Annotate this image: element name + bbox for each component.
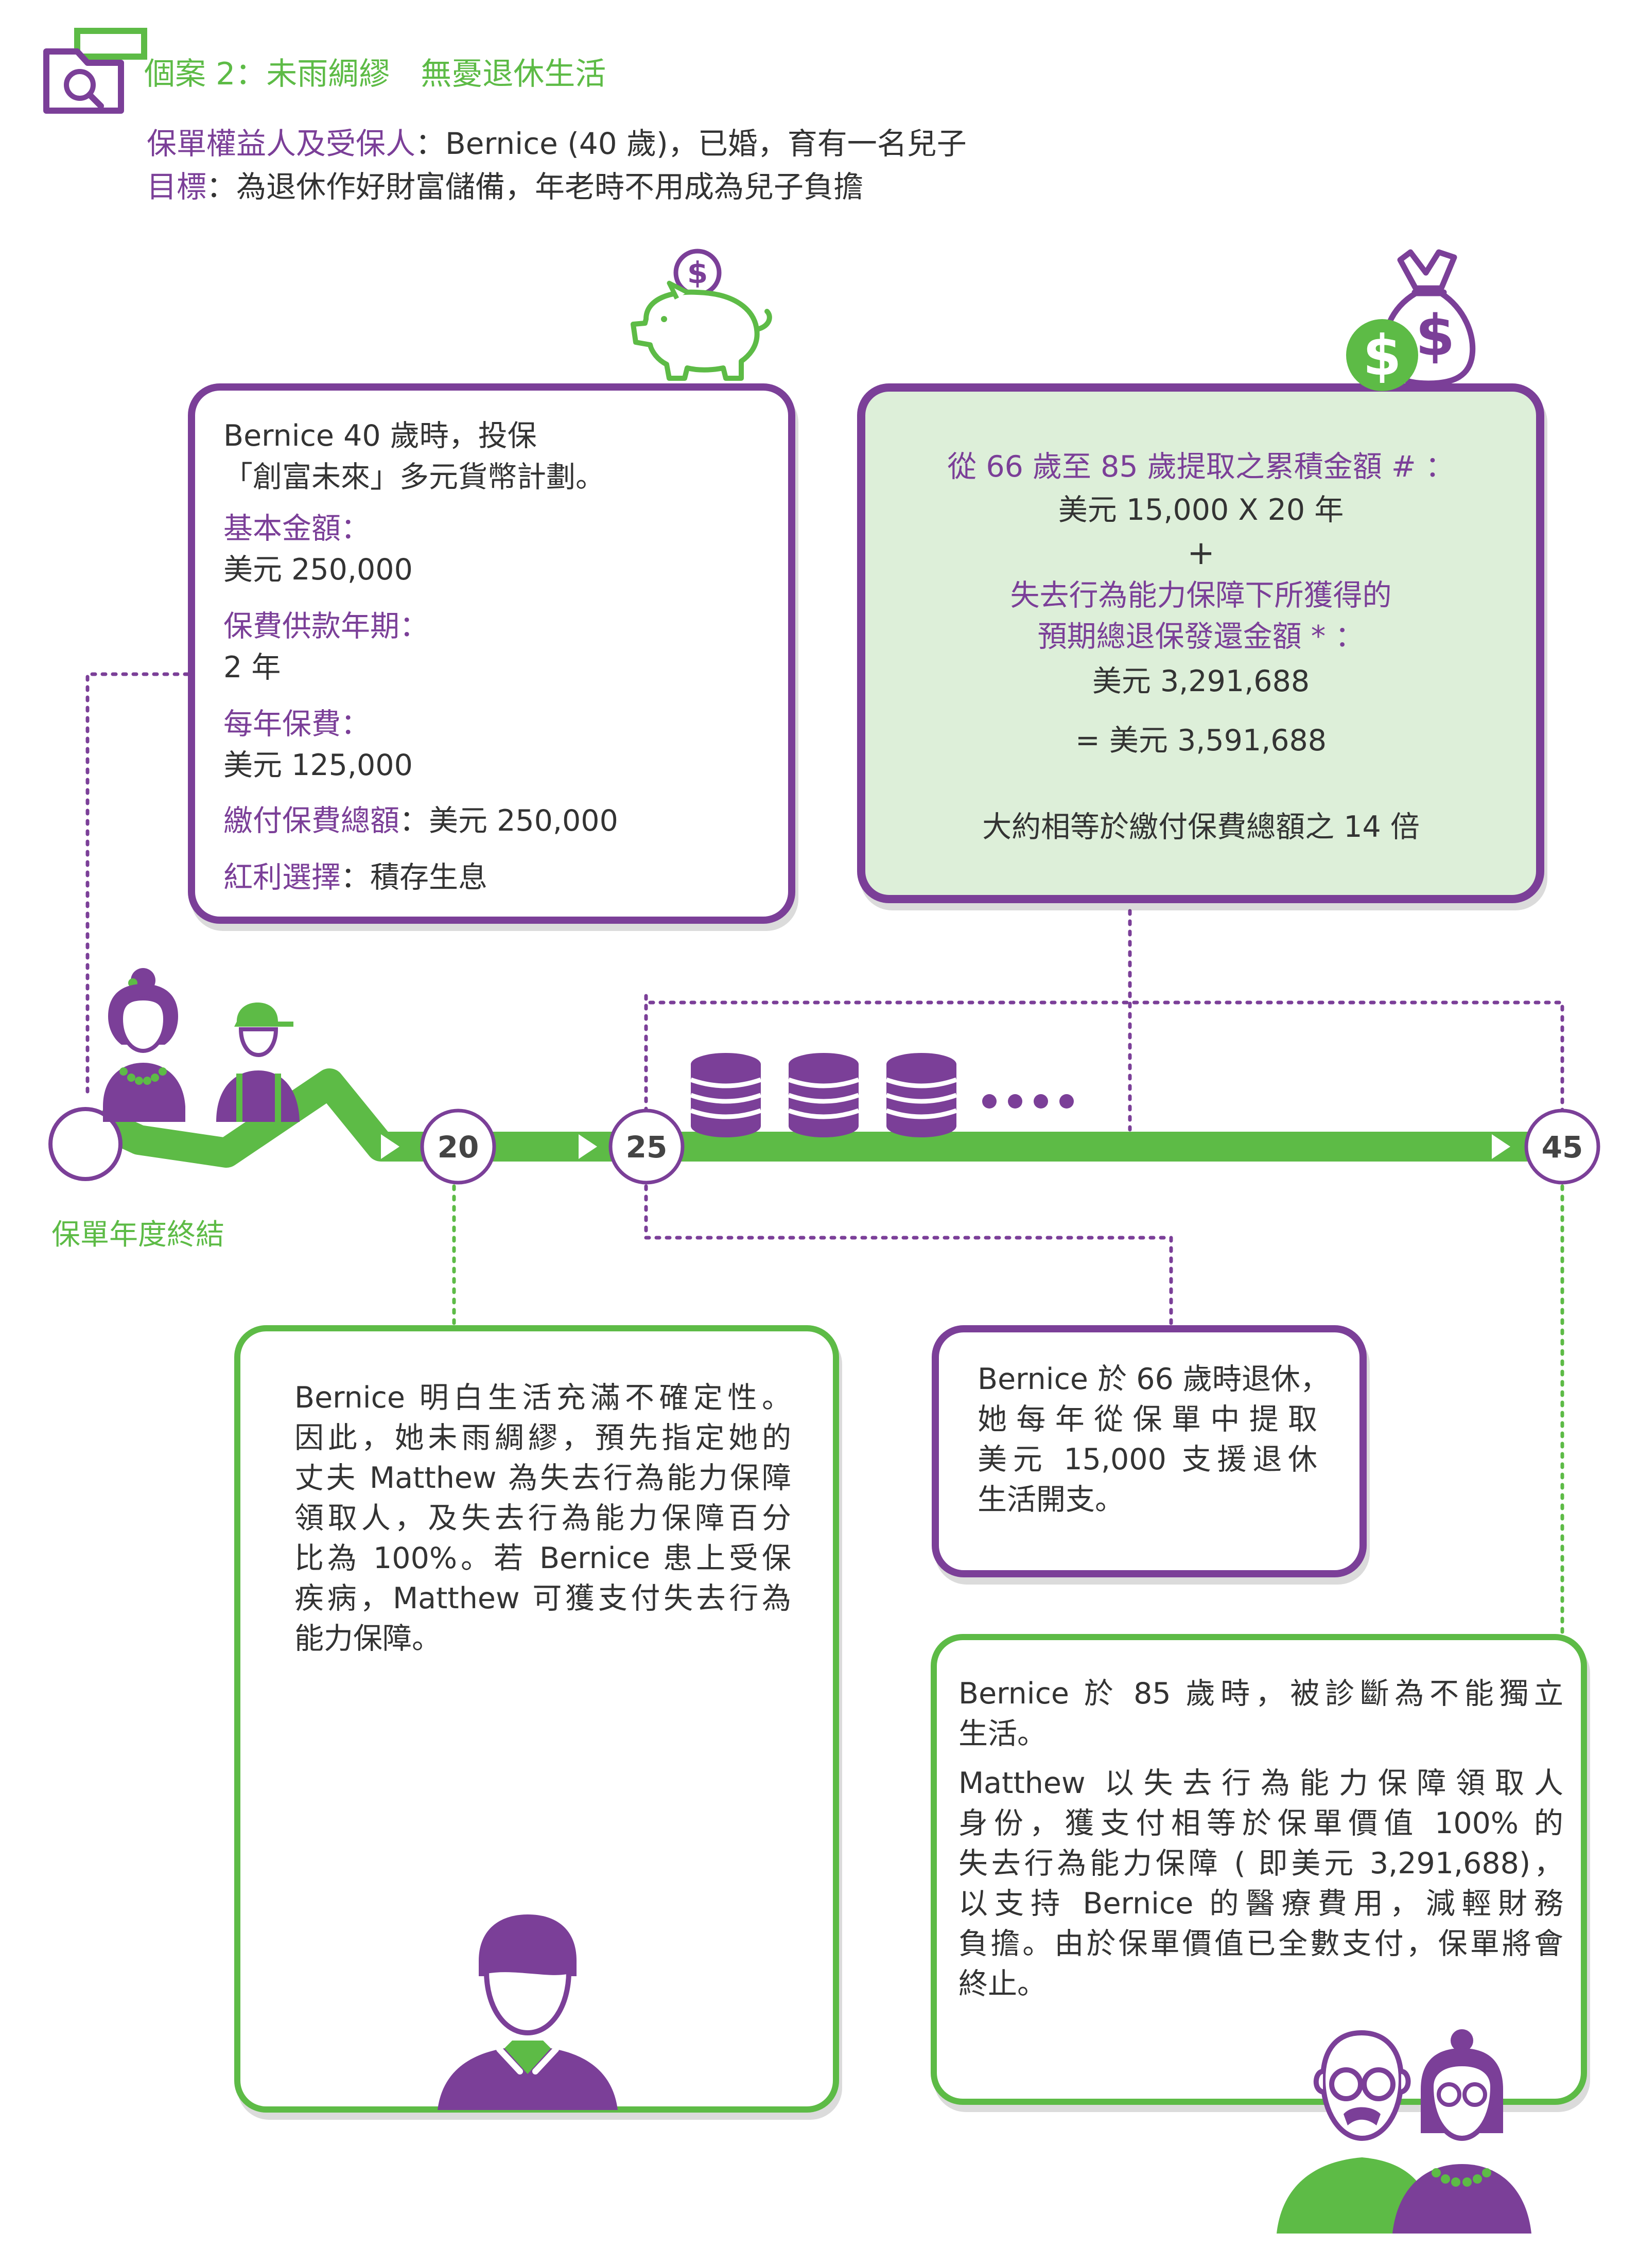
total-premium-line: 繳付保費總額：美元 250,000 bbox=[223, 806, 618, 836]
paragraph-line: 負擔。由於保單價值已全數支付，保單將會 bbox=[958, 1927, 1563, 1961]
total-premium-value: ：美元 250,000 bbox=[399, 804, 618, 838]
matthew-paragraph: Bernice 明白生活充滿不確定性。 因此，她未雨綢繆，預先指定她的 丈夫 M… bbox=[294, 1378, 791, 1659]
surrender-value: 美元 3,291,688 bbox=[1092, 664, 1310, 698]
plus-sign: + bbox=[1187, 534, 1215, 572]
paragraph-line: Bernice 明白生活充滿不確定性。 bbox=[294, 1381, 791, 1415]
piggy-bank-icon: $ bbox=[631, 249, 772, 381]
retirement-box: Bernice 於 66 歲時退休， 她每年從保單中提取 美元 15,000 支… bbox=[932, 1325, 1367, 1577]
annual-premium-value: 美元 125,000 bbox=[223, 748, 413, 782]
surrender-label-1: 失去行為能力保障下所獲得的 bbox=[1010, 578, 1392, 612]
paragraph-line: 終止。 bbox=[958, 1967, 1047, 2001]
retirement-paragraph: Bernice 於 66 歲時退休， 她每年從保單中提取 美元 15,000 支… bbox=[978, 1359, 1330, 1520]
paragraph-line: 美元 15,000 支援退休 bbox=[978, 1443, 1317, 1476]
year-marker-25: 25 bbox=[605, 1105, 688, 1188]
svg-text:$: $ bbox=[1416, 303, 1455, 368]
paragraph-line: 她每年從保單中提取 bbox=[978, 1402, 1317, 1436]
bonus-option-line: 紅利選擇：積存生息 bbox=[223, 863, 487, 892]
premium-term-label: 保費供款年期： bbox=[223, 609, 429, 643]
paragraph-line: 以支持 Bernice 的醫療費用，減輕財務 bbox=[958, 1887, 1563, 1921]
grand-total: = 美元 3,591,688 bbox=[1075, 724, 1327, 758]
basic-amount-value: 美元 250,000 bbox=[223, 553, 413, 587]
marker-circle bbox=[1524, 1109, 1600, 1185]
paragraph-line: 生活開支。 bbox=[978, 1483, 1124, 1517]
basic-amount-label: 基本金額： bbox=[223, 512, 370, 546]
search-folder-icon bbox=[43, 28, 147, 114]
bonus-option-label: 紅利選擇 bbox=[223, 860, 341, 894]
elderly-couple-icon bbox=[1277, 2029, 1531, 2234]
paragraph-line: Matthew 以失去行為能力保障領取人 bbox=[958, 1766, 1563, 1800]
paragraph-line: Bernice 於 85 歲時，被診斷為不能獨立 bbox=[958, 1677, 1563, 1711]
policy-end-label: 保單年度終結 bbox=[51, 1218, 224, 1252]
annual-premium-label: 每年保費： bbox=[223, 707, 370, 741]
svg-text:$: $ bbox=[687, 255, 708, 290]
year-label-45: 45 bbox=[1541, 1130, 1583, 1165]
goal-line: 目標：為退休作好財富儲備，年老時不用成為兒子負擔 bbox=[147, 163, 863, 206]
goal-label: 目標 bbox=[147, 169, 207, 204]
premium-term-value: 2 年 bbox=[223, 650, 281, 684]
paragraph-line: 丈夫 Matthew 為失去行為能力保障 bbox=[294, 1461, 791, 1495]
paragraph-line: 領取人，及失去行為能力保障百分 bbox=[294, 1501, 791, 1535]
money-bag-icon: $ $ bbox=[1346, 249, 1476, 391]
marker-circle bbox=[608, 1109, 685, 1185]
total-premium-label: 繳付保費總額 bbox=[223, 804, 399, 838]
multiple-note: 大約相等於繳付保費總額之 14 倍 bbox=[982, 810, 1420, 844]
bonus-option-value: ：積存生息 bbox=[341, 860, 487, 894]
page-title: 個案 2：未雨綢繆 無憂退休生活 bbox=[144, 56, 606, 92]
paragraph-line: 身份，獲支付相等於保單價值 100% 的 bbox=[958, 1806, 1563, 1840]
family-icon bbox=[103, 968, 300, 1122]
insured-label: 保單權益人及受保人 bbox=[147, 126, 416, 161]
surrender-label-2: 預期總退保發還金額 * ： bbox=[1037, 620, 1365, 654]
plan-details-box: Bernice 40 歲時，投保 「創富未來」多元貨幣計劃。 基本金額： 美元 … bbox=[188, 383, 795, 924]
withdrawal-total-label: 從 66 歲至 85 歲提取之累積金額 # ： bbox=[947, 450, 1455, 484]
year-label-25: 25 bbox=[625, 1130, 668, 1165]
timeline-start-circle bbox=[48, 1107, 123, 1181]
insured-line: 保單權益人及受保人：Bernice (40 歲)，已婚，育有一名兒子 bbox=[147, 119, 967, 163]
age-85-box: Bernice 於 85 歲時，被診斷為不能獨立 生活。 Matthew 以失去… bbox=[931, 1634, 1587, 2105]
withdrawal-formula: 美元 15,000 X 20 年 bbox=[1058, 493, 1344, 527]
year-label-20: 20 bbox=[437, 1130, 479, 1165]
year-marker-45: 45 bbox=[1521, 1105, 1603, 1188]
goal-value: ：為退休作好財富儲備，年老時不用成為兒子負擔 bbox=[206, 169, 864, 204]
insured-value: ：Bernice (40 歲)，已婚，育有一名兒子 bbox=[415, 126, 967, 161]
man-avatar-icon bbox=[438, 1914, 618, 2110]
coin-stack-icon bbox=[690, 1053, 1074, 1137]
age-85-paragraph: Bernice 於 85 歲時，被診斷為不能獨立 生活。 Matthew 以失去… bbox=[958, 1674, 1563, 2004]
paragraph-line: 生活。 bbox=[958, 1717, 1047, 1751]
plan-intro-1: Bernice 40 歲時，投保 bbox=[223, 419, 537, 453]
plan-intro-2: 「創富未來」多元貨幣計劃。 bbox=[223, 460, 605, 494]
svg-text:$: $ bbox=[1363, 324, 1401, 388]
paragraph-line: Bernice 於 66 歲時退休， bbox=[978, 1362, 1330, 1396]
paragraph-line: 比為 100%。若 Bernice 患上受保 bbox=[294, 1541, 791, 1575]
matthew-beneficiary-box: Bernice 明白生活充滿不確定性。 因此，她未雨綢繆，預先指定她的 丈夫 M… bbox=[234, 1325, 839, 2113]
paragraph-line: 能力保障。 bbox=[294, 1622, 441, 1656]
paragraph-line: 失去行為能力保障 ( 即美元 3,291,688)， bbox=[958, 1847, 1563, 1880]
marker-circle bbox=[420, 1109, 496, 1185]
summary-box: 從 66 歲至 85 歲提取之累積金額 # ： 美元 15,000 X 20 年… bbox=[857, 383, 1544, 903]
year-marker-20: 20 bbox=[417, 1105, 499, 1188]
paragraph-line: 疾病，Matthew 可獲支付失去行為 bbox=[294, 1581, 791, 1615]
paragraph-line: 因此，她未雨綢繆，預先指定她的 bbox=[294, 1421, 791, 1455]
